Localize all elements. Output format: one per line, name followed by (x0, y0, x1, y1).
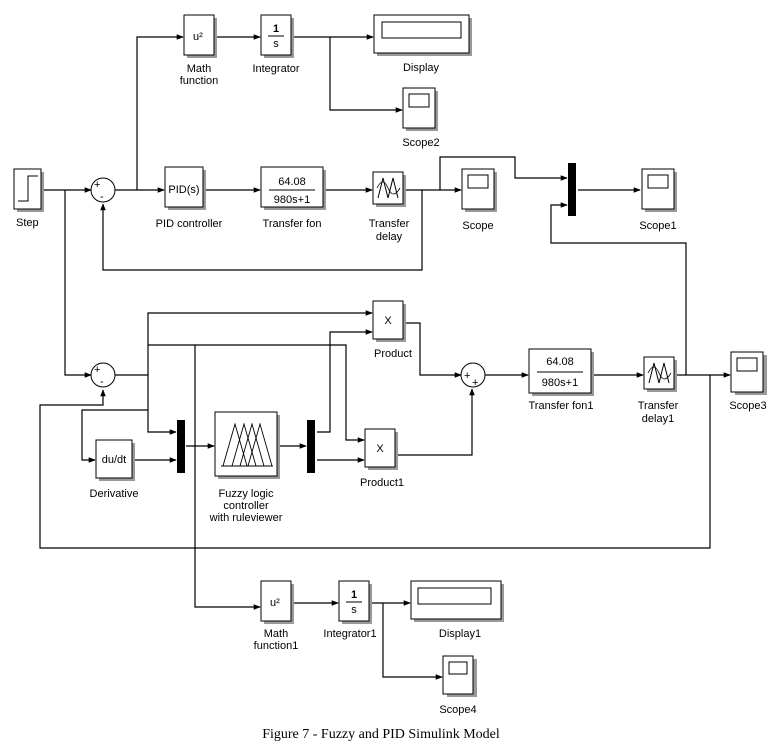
sum-block-1[interactable]: + - (90, 177, 116, 203)
sum3-plus-1: + (464, 370, 470, 382)
integrator1-label: Integrator1 (323, 628, 376, 640)
scope-block[interactable]: Scope (461, 168, 497, 232)
transfer-delay1-label-1: Transfer (638, 400, 679, 412)
math-function-label-2: function (180, 75, 219, 87)
scope-label: Scope (462, 220, 493, 232)
integrator-label: Integrator (252, 63, 299, 75)
step-label: Step (16, 217, 39, 229)
math-function-label-1: Math (187, 63, 211, 75)
math-function-glyph: u² (193, 31, 203, 43)
display1-label: Display1 (439, 628, 481, 640)
integrator1-num: 1 (351, 589, 357, 601)
fuzzy-logic-controller-block[interactable]: Fuzzy logic controller with ruleviewer (209, 411, 283, 524)
math-function-block[interactable]: u² Math function (180, 14, 219, 87)
scope1-block[interactable]: Scope1 (639, 168, 677, 232)
transfer-fcn1-label: Transfer fon1 (528, 400, 593, 412)
pid-glyph: PID(s) (168, 184, 199, 196)
transfer-delay-label-2: delay (376, 231, 403, 243)
fuzzy-label-1: Fuzzy logic (218, 488, 274, 500)
scope4-block[interactable]: Scope4 (439, 655, 477, 716)
math-function1-label-2: function1 (254, 640, 299, 652)
figure-caption: Figure 7 - Fuzzy and PID Simulink Model (262, 727, 500, 742)
transfer-fcn-label: Transfer fon (263, 218, 322, 230)
scope3-label: Scope3 (729, 400, 766, 412)
product-glyph: X (384, 315, 392, 327)
fuzzy-label-2: controller (223, 500, 269, 512)
scope4-label: Scope4 (439, 704, 476, 716)
transfer-fcn1-den: 980s+1 (542, 377, 578, 389)
integrator-block[interactable]: 1 s Integrator (252, 14, 300, 75)
transfer-fcn-den: 980s+1 (274, 194, 310, 206)
sum1-minus: - (100, 191, 104, 203)
product-label: Product (374, 348, 412, 360)
display-block[interactable]: Display (373, 14, 472, 74)
mux-bottom (177, 420, 185, 473)
product1-block[interactable]: X Product1 (360, 428, 404, 489)
step-block[interactable]: Step (13, 168, 44, 229)
fuzzy-label-3: with ruleviewer (209, 512, 283, 524)
transfer-delay1-label-2: delay1 (642, 413, 674, 425)
integrator-den: s (273, 38, 279, 50)
math-function1-glyph: u² (270, 597, 280, 609)
signal-lines (39, 34, 731, 680)
derivative-block[interactable]: du/dt Derivative (90, 439, 139, 500)
scope2-block[interactable]: Scope2 (402, 87, 440, 149)
transfer-fcn1-num: 64.08 (546, 356, 574, 368)
pid-label: PID controller (156, 218, 223, 230)
transfer-delay-block[interactable]: Transfer delay (369, 171, 410, 243)
sum2-plus: + (94, 364, 100, 376)
mux-top (568, 163, 576, 216)
derivative-label: Derivative (90, 488, 139, 500)
demux-bottom (307, 420, 315, 473)
pid-controller-block[interactable]: PID(s) PID controller (156, 166, 223, 230)
math-function1-block[interactable]: u² Math function1 (254, 580, 299, 652)
integrator-num: 1 (273, 23, 279, 35)
transfer-fcn-num: 64.08 (278, 176, 306, 188)
integrator1-block[interactable]: 1 s Integrator1 (323, 580, 377, 640)
scope2-label: Scope2 (402, 137, 439, 149)
display1-block[interactable]: Display1 (410, 580, 504, 640)
integrator1-den: s (351, 604, 357, 616)
sum-block-2[interactable]: + - (90, 362, 116, 388)
product1-label: Product1 (360, 477, 404, 489)
scope3-block[interactable]: Scope3 (729, 351, 767, 412)
sum3-plus-2: + (472, 377, 478, 389)
math-function1-label-1: Math (264, 628, 288, 640)
derivative-glyph: du/dt (102, 454, 126, 466)
transfer-fcn1-block[interactable]: 64.08 980s+1 Transfer fon1 (528, 348, 594, 412)
product-block[interactable]: X Product (372, 300, 412, 360)
sum1-plus: + (94, 179, 100, 191)
display-label: Display (403, 62, 440, 74)
sum-block-3[interactable]: + + (460, 362, 486, 389)
transfer-delay-label-1: Transfer (369, 218, 410, 230)
transfer-fcn-block[interactable]: 64.08 980s+1 Transfer fon (260, 166, 326, 230)
sum2-minus: - (100, 376, 104, 388)
product1-glyph: X (376, 443, 384, 455)
scope1-label: Scope1 (639, 220, 676, 232)
transfer-delay1-block[interactable]: Transfer delay1 (638, 356, 679, 425)
